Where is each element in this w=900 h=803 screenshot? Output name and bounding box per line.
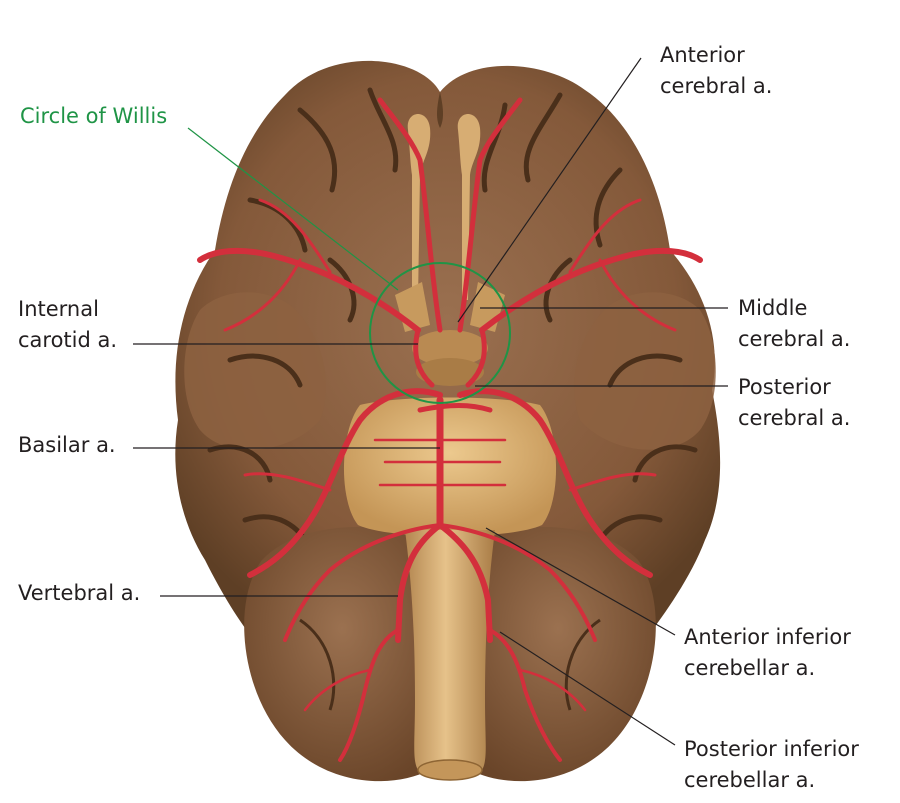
pons [343, 397, 557, 537]
label-posterior-cerebral: Posterior cerebral a. [738, 375, 851, 430]
label-middle-cerebral: Middle cerebral a. [738, 296, 851, 351]
label-anterior-inferior-cerebellar: Anterior inferior cerebellar a. [684, 625, 851, 680]
leader-posterior-inferior-cerebellar [499, 631, 676, 746]
olfactory-tracts [407, 113, 481, 301]
label-vertebral: Vertebral a. [18, 581, 141, 605]
brainstem [405, 530, 495, 781]
leader-lines [133, 57, 728, 746]
leader-circle-of-willis [187, 127, 399, 291]
leader-anterior-cerebral [457, 57, 642, 323]
arteries [197, 97, 703, 762]
label-anterior-cerebral: Anterior cerebral a. [660, 43, 773, 98]
label-circle-of-willis: Circle of Willis [20, 104, 168, 128]
leader-anterior-inferior-cerebellar [485, 527, 676, 636]
label-posterior-inferior-cerebellar: Posterior inferior cerebellar a. [684, 737, 859, 792]
circle-of-willis-highlight [369, 262, 511, 404]
cerebellum [244, 526, 656, 782]
label-internal-carotid: Internal carotid a. [18, 297, 118, 352]
label-basilar: Basilar a. [18, 433, 116, 457]
optic-chiasm [395, 282, 505, 386]
